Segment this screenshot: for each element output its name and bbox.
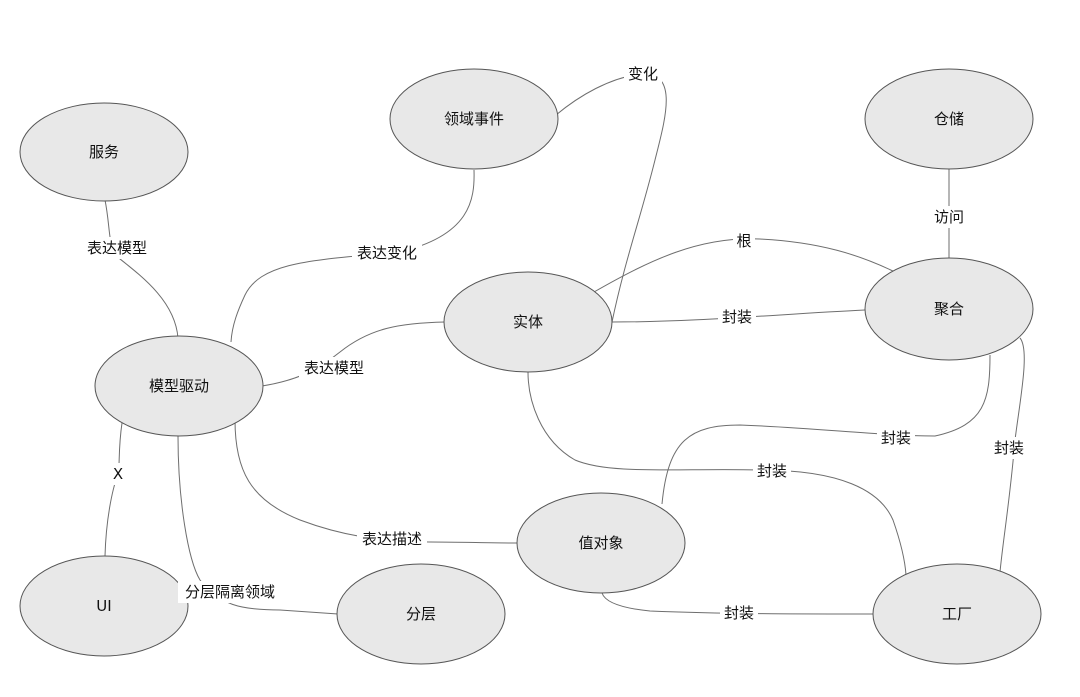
edge-label-repository-aggregate-text: 访问 — [934, 208, 964, 226]
node-service-label: 服务 — [89, 143, 119, 161]
edge-label-entity-factory-text: 封装 — [757, 462, 787, 480]
edge-entity-aggregate-root — [593, 238, 896, 293]
node-value-object[interactable]: 值对象 — [516, 492, 686, 594]
edge-label-event-model: 表达变化 — [352, 242, 422, 264]
node-ui[interactable]: UI — [19, 555, 189, 657]
edge-label-model-layering: 分层隔离领域 — [178, 581, 282, 603]
node-domain-event[interactable]: 领域事件 — [389, 68, 559, 170]
edge-label-entity-aggregate-root: 根 — [733, 230, 755, 252]
edge-label-model-ui-text: X — [113, 465, 123, 483]
node-entity-label: 实体 — [513, 313, 543, 331]
node-ui-label: UI — [96, 597, 111, 615]
edge-label-entity-aggregate-encap-text: 封装 — [722, 308, 752, 326]
edge-label-entity-aggregate-encap: 封装 — [718, 306, 756, 328]
edge-entity-factory — [527, 371, 907, 576]
edge-label-service-model-text: 表达模型 — [87, 239, 147, 257]
node-domain-event-label: 领域事件 — [444, 110, 504, 128]
edge-label-aggregate-value-text: 封装 — [881, 429, 911, 447]
edge-labels: 表达模型 表达变化 变化 访问 根 封装 表达模型 X — [82, 63, 1028, 624]
edge-label-value-factory-text: 封装 — [724, 604, 754, 622]
node-repository[interactable]: 仓储 — [864, 68, 1034, 170]
nodes: 服务 领域事件 仓储 实体 聚合 模型驱动 值对象 UI — [19, 68, 1042, 665]
edge-label-model-layering-text: 分层隔离领域 — [185, 583, 275, 601]
edge-event-entity — [555, 73, 667, 323]
edge-model-entity — [261, 321, 446, 387]
edge-model-value — [234, 419, 518, 544]
edge-label-model-entity: 表达模型 — [299, 357, 369, 379]
edge-label-model-entity-text: 表达模型 — [304, 359, 364, 377]
node-layering-label: 分层 — [406, 605, 436, 623]
edge-label-model-ui: X — [109, 463, 127, 485]
node-value-object-label: 值对象 — [578, 534, 623, 552]
edge-label-service-model: 表达模型 — [82, 237, 152, 259]
node-factory[interactable]: 工厂 — [872, 563, 1042, 665]
edge-label-event-entity: 变化 — [624, 63, 662, 85]
edge-label-model-value-text: 表达描述 — [362, 530, 422, 548]
edge-service-model — [104, 199, 179, 339]
edge-label-entity-aggregate-root-text: 根 — [736, 232, 751, 250]
edge-label-event-model-text: 表达变化 — [357, 244, 417, 262]
edge-value-factory — [601, 592, 875, 615]
edge-label-aggregate-value: 封装 — [877, 427, 915, 449]
node-service[interactable]: 服务 — [19, 102, 189, 202]
edge-label-repository-aggregate: 访问 — [930, 206, 968, 228]
edge-label-event-entity-text: 变化 — [628, 65, 658, 83]
edge-aggregate-value — [661, 354, 991, 505]
node-model-driven[interactable]: 模型驱动 — [94, 335, 264, 437]
edge-label-value-factory: 封装 — [720, 602, 758, 624]
node-model-driven-label: 模型驱动 — [149, 377, 209, 395]
node-repository-label: 仓储 — [934, 110, 964, 128]
node-aggregate-label: 聚合 — [934, 300, 964, 318]
edge-model-ui — [104, 422, 123, 557]
edge-label-model-value: 表达描述 — [357, 528, 427, 550]
node-layering[interactable]: 分层 — [336, 563, 506, 665]
edge-label-aggregate-factory-text: 封装 — [994, 439, 1024, 457]
node-entity[interactable]: 实体 — [443, 271, 613, 373]
node-factory-label: 工厂 — [942, 605, 972, 623]
node-aggregate[interactable]: 聚合 — [864, 257, 1034, 361]
edge-event-model — [230, 169, 475, 343]
edge-label-aggregate-factory: 封装 — [990, 437, 1028, 459]
edge-label-entity-factory: 封装 — [753, 460, 791, 482]
